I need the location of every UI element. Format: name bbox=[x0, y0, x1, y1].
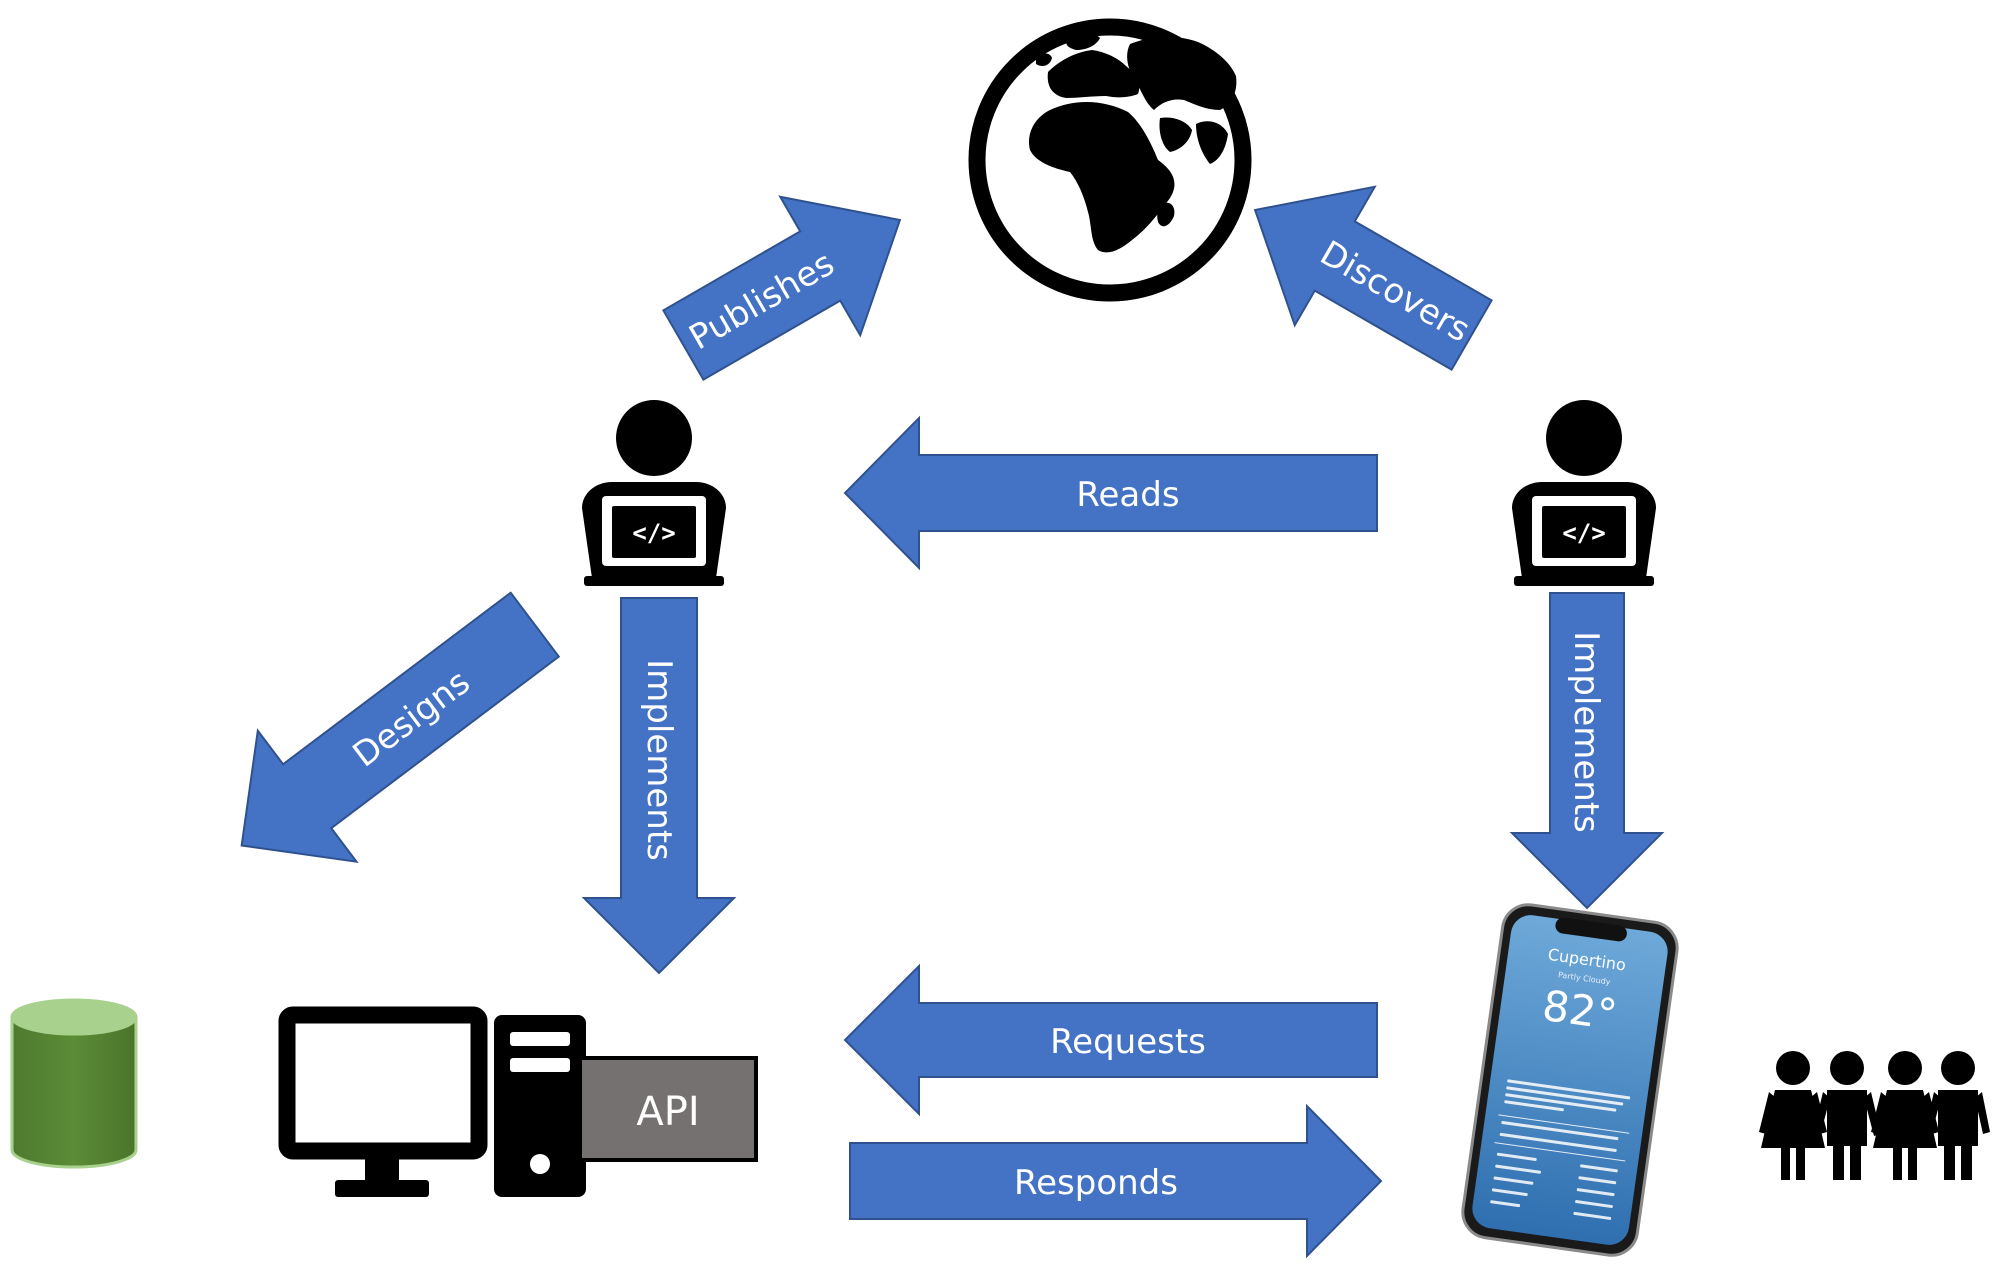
developer-right-icon: </> bbox=[1512, 400, 1656, 586]
smartphone-icon: Cupertino Partly Cloudy 82° bbox=[1461, 903, 1679, 1257]
implements-left-label: Implements bbox=[639, 659, 679, 861]
phone-temperature: 82° bbox=[1540, 981, 1621, 1040]
phone-hourly-row bbox=[1494, 1114, 1630, 1162]
globe-icon bbox=[968, 18, 1252, 302]
responds-label: Responds bbox=[1014, 1163, 1178, 1203]
phone-alert-text-lines bbox=[1504, 1079, 1631, 1112]
requests-label: Requests bbox=[1050, 1022, 1206, 1062]
publishes-arrow: Publishes bbox=[662, 195, 902, 382]
implements-left-arrow: Implements bbox=[581, 597, 737, 975]
users-group-icon bbox=[1759, 1051, 1990, 1180]
server-computer-icon: API bbox=[278, 1006, 758, 1197]
reads-label: Reads bbox=[1076, 475, 1179, 515]
tower-icon bbox=[494, 1015, 586, 1197]
user-man-icon bbox=[1924, 1051, 1990, 1180]
phone-daily-forecast-lines bbox=[1490, 1152, 1618, 1220]
svg-text:</>: </> bbox=[632, 519, 675, 547]
requests-arrow: Requests bbox=[843, 963, 1378, 1117]
user-man-icon bbox=[1813, 1051, 1881, 1180]
user-woman-icon bbox=[1871, 1051, 1939, 1180]
designs-arrow: Designs bbox=[240, 591, 561, 864]
developer-left-icon: </> bbox=[582, 400, 726, 586]
user-woman-icon bbox=[1759, 1051, 1827, 1180]
database-icon bbox=[10, 998, 138, 1169]
implements-right-arrow: Implements bbox=[1509, 592, 1665, 910]
monitor-icon bbox=[278, 1006, 488, 1197]
discovers-arrow: Discovers bbox=[1253, 185, 1493, 372]
svg-text:</>: </> bbox=[1562, 519, 1605, 547]
api-box: API bbox=[578, 1056, 758, 1162]
implements-right-label: Implements bbox=[1566, 631, 1606, 833]
reads-arrow: Reads bbox=[843, 415, 1378, 571]
api-label: API bbox=[636, 1089, 699, 1135]
responds-arrow: Responds bbox=[849, 1103, 1383, 1259]
